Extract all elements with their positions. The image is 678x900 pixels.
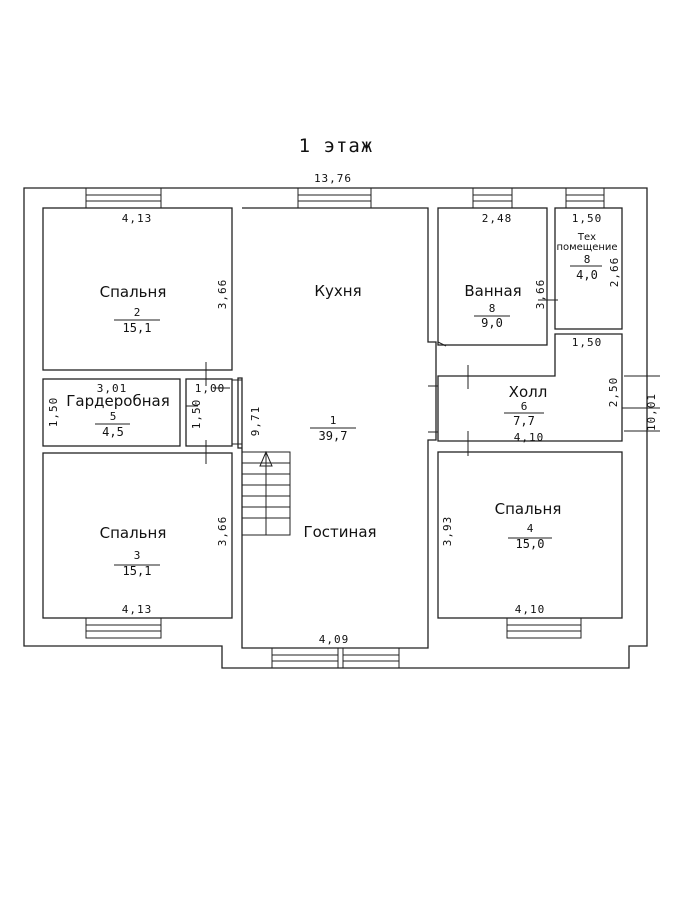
room-name: Холл xyxy=(509,383,548,401)
plan-title: 1 этаж xyxy=(299,135,374,157)
room-number: 4 xyxy=(527,522,534,535)
room-name: Спальня xyxy=(495,500,562,518)
wall-wardrobe xyxy=(42,378,181,447)
room-bedroom-3: Спальня 3 15,1 xyxy=(100,524,167,578)
room-area: 15,1 xyxy=(123,321,152,335)
dim-overall-depth: 10,01 xyxy=(645,393,658,431)
staircase xyxy=(241,451,291,536)
room-area: 9,0 xyxy=(481,316,503,330)
room-area: 15,0 xyxy=(516,537,545,551)
room-area: 4,0 xyxy=(576,268,598,282)
window xyxy=(297,187,372,209)
room-name-line-2: помещение xyxy=(556,242,617,253)
stair-arrow-icon xyxy=(259,450,273,467)
dimension-lines xyxy=(622,375,660,432)
room-hall: Холл 6 7,7 xyxy=(509,383,548,428)
room-number: 8 xyxy=(584,253,591,266)
dim-tech-width: 1,50 xyxy=(572,212,603,225)
dim-hall-bottom-width: 4,10 xyxy=(514,431,545,444)
room-name: Кухня xyxy=(314,282,361,300)
dim-overall-width: 13,76 xyxy=(314,172,352,185)
room-tech: Тех помещение 8 4,0 xyxy=(556,232,617,282)
dim-bedroom-4-depth: 3,93 xyxy=(441,516,454,547)
room-area: 4,5 xyxy=(102,425,124,439)
dim-tech-depth: 2,66 xyxy=(608,257,621,288)
wall-corridor xyxy=(185,378,233,447)
dim-bedroom-2-width: 4,13 xyxy=(122,212,153,225)
dimension-labels: 13,76 4,13 2,48 1,50 1,50 3,01 1,00 4,10… xyxy=(47,172,658,646)
wall-bedroom-4 xyxy=(437,451,623,619)
room-bath: Ванная 8 9,0 xyxy=(464,282,521,330)
room-wardrobe: Гардеробная 5 4,5 xyxy=(66,392,169,439)
dim-bedroom-3-depth: 3,66 xyxy=(216,516,229,547)
room-name: Спальня xyxy=(100,524,167,542)
walls xyxy=(23,187,648,669)
window xyxy=(85,617,162,639)
room-living: 1 39,7 Гостиная xyxy=(303,414,376,541)
window xyxy=(472,187,513,209)
dim-bedroom-2-depth: 3,66 xyxy=(216,279,229,310)
room-name: Ванная xyxy=(464,282,521,300)
dim-living-width: 4,09 xyxy=(319,633,350,646)
dim-bedroom-4-width: 4,10 xyxy=(515,603,546,616)
dim-hall-depth: 2,50 xyxy=(607,377,620,408)
dim-bath-depth: 3,66 xyxy=(534,279,547,310)
wall-hall xyxy=(437,333,623,442)
room-name-line-1: Тех xyxy=(577,232,596,243)
dim-hall-top-width: 1,50 xyxy=(572,336,603,349)
dim-corridor-depth: 1,50 xyxy=(190,399,203,430)
room-number: 1 xyxy=(330,414,337,427)
dim-wardrobe-depth: 1,50 xyxy=(47,397,60,428)
window xyxy=(342,647,400,669)
dim-bath-width: 2,48 xyxy=(482,212,513,225)
outer-wall xyxy=(23,187,648,669)
room-name: Гостиная xyxy=(303,523,376,541)
room-name: Спальня xyxy=(100,283,167,301)
window xyxy=(271,647,339,669)
room-area: 15,1 xyxy=(123,564,152,578)
window xyxy=(85,187,162,209)
room-kitchen: Кухня xyxy=(314,282,361,300)
room-number: 6 xyxy=(521,400,528,413)
window xyxy=(565,187,605,209)
room-number: 5 xyxy=(110,410,117,423)
room-bedroom-4: Спальня 4 15,0 xyxy=(495,500,562,551)
room-number: 3 xyxy=(134,549,141,562)
dim-wardrobe-width: 3,01 xyxy=(97,382,128,395)
door-marks xyxy=(186,290,558,464)
wall-living xyxy=(237,207,437,649)
windows xyxy=(85,187,605,669)
dim-corridor-width: 1,00 xyxy=(195,382,226,395)
room-number: 8 xyxy=(489,302,496,315)
room-number: 2 xyxy=(134,306,141,319)
room-area: 39,7 xyxy=(319,429,348,443)
room-area: 7,7 xyxy=(513,414,535,428)
room-name: Гардеробная xyxy=(66,392,169,410)
dim-living-depth: 9,71 xyxy=(249,406,262,437)
room-bedroom-2: Спальня 2 15,1 xyxy=(100,283,167,335)
dim-bedroom-3-width: 4,13 xyxy=(122,603,153,616)
window xyxy=(506,617,582,639)
area-underlines xyxy=(95,265,602,566)
